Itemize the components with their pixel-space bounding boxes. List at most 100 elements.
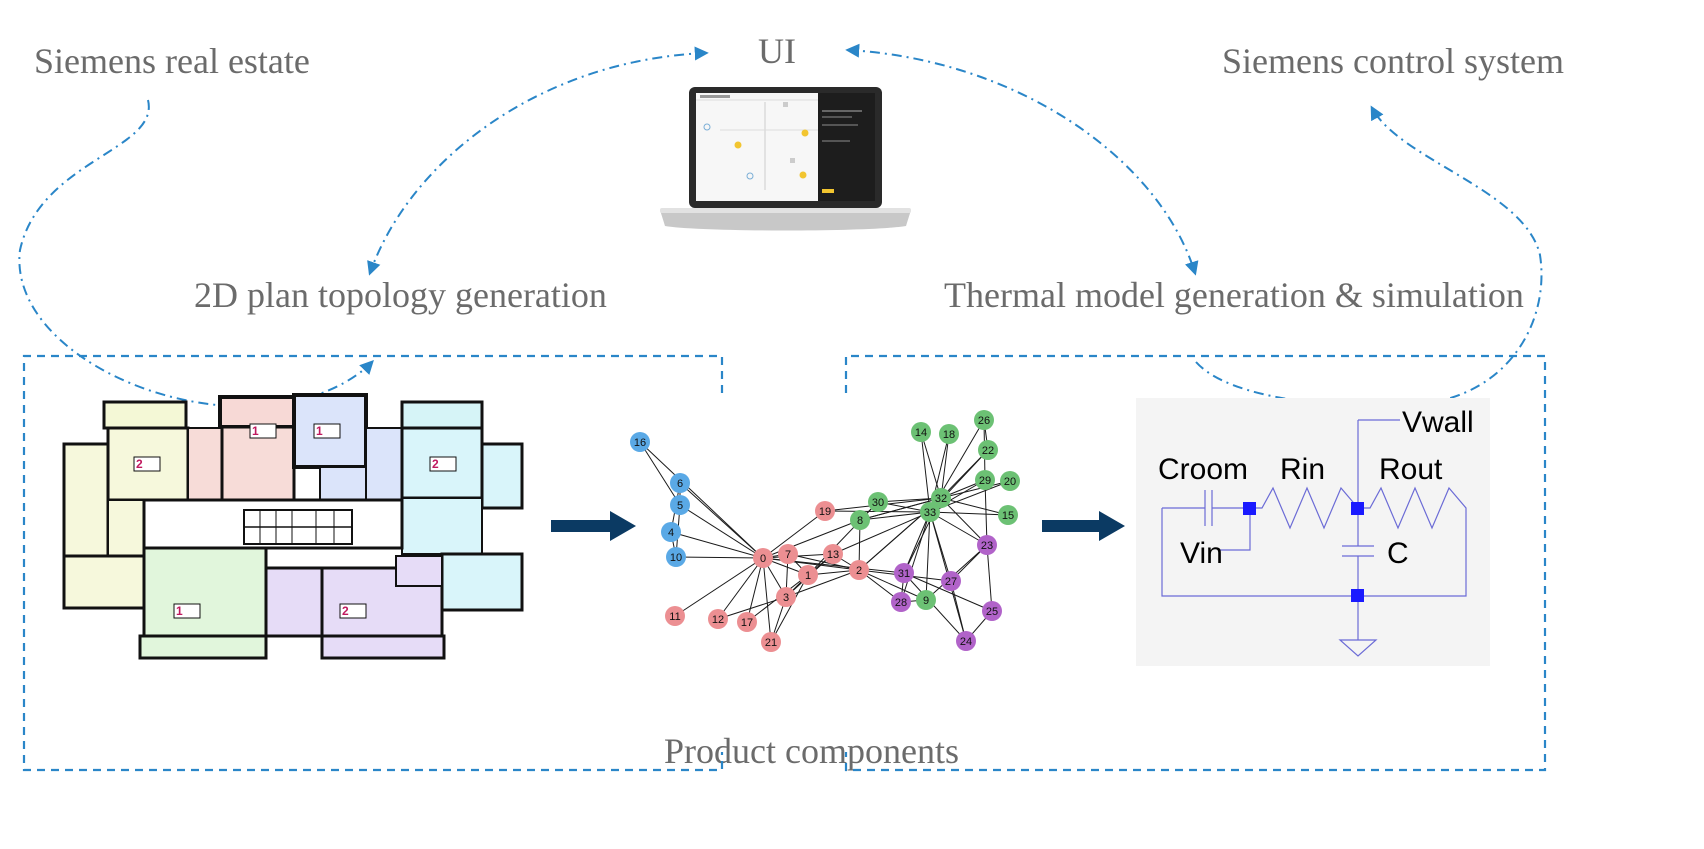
graph-node-circle — [753, 548, 773, 568]
graph-node-label: 18 — [943, 429, 955, 441]
graph-node: 18 — [939, 424, 959, 444]
graph-node: 6 — [670, 473, 690, 493]
graph-edge — [900, 511, 931, 603]
graph-node-label: 3 — [783, 592, 789, 604]
graph-node-circle — [778, 544, 798, 564]
real-estate-label: Siemens real estate — [34, 41, 310, 81]
vwall-label: Vwall — [1402, 406, 1474, 439]
graph-node: 29 — [975, 470, 995, 490]
graph-node-label: 30 — [872, 497, 884, 509]
graph-node-label: 26 — [978, 415, 990, 427]
graph-edge — [762, 519, 861, 559]
graph-edge — [929, 511, 1009, 516]
graph-edge — [984, 479, 988, 546]
floor-plan-image: 1 1 2 2 1 2 — [62, 393, 524, 660]
graph-node: 5 — [670, 495, 690, 515]
graph-edge — [903, 511, 931, 574]
graph-edge — [679, 482, 764, 559]
ui-to-plan-arrow — [367, 46, 709, 276]
croom-label: Croom — [1158, 453, 1248, 486]
graph-node: 23 — [977, 535, 997, 555]
graph-node-label: 2 — [856, 565, 862, 577]
graph-node-circle — [920, 502, 940, 522]
graph-node-label: 1 — [805, 570, 811, 582]
graph-node: 32 — [931, 488, 951, 508]
graph-node-circle — [894, 563, 914, 583]
graph-node-label: 24 — [960, 636, 972, 648]
graph-node-circle — [998, 505, 1018, 525]
graph-to-circuit-arrow — [1042, 511, 1125, 541]
ui-to-thermal-arrow — [845, 43, 1199, 276]
graph-edge — [920, 431, 942, 499]
graph-edge — [717, 596, 787, 620]
graph-node-label: 8 — [857, 515, 863, 527]
graph-node-label: 5 — [677, 500, 683, 512]
graph-edge — [762, 557, 772, 643]
graph-node-label: 6 — [677, 478, 683, 490]
graph-node-circle — [737, 612, 757, 632]
graph-node-circle — [708, 609, 728, 629]
graph-edge — [940, 449, 989, 499]
graph-node-circle — [815, 501, 835, 521]
graph-node-label: 19 — [819, 506, 831, 518]
graph-node-circle — [670, 495, 690, 515]
graph-node: 24 — [956, 631, 976, 651]
graph-node: 9 — [916, 590, 936, 610]
graph-node: 13 — [823, 544, 843, 564]
right-dashed-box — [844, 354, 1547, 772]
graph-node: 21 — [761, 632, 781, 652]
graph-edge — [859, 497, 942, 521]
graph-node-circle — [974, 410, 994, 430]
graph-node-label: 10 — [670, 552, 682, 564]
graph-node: 22 — [978, 440, 998, 460]
graph-edge — [785, 569, 860, 598]
graph-node: 27 — [941, 571, 961, 591]
graph-edge — [639, 441, 764, 559]
graph-edge — [903, 572, 993, 612]
left-dashed-box — [22, 354, 724, 772]
control-system-label: Siemens control system — [1222, 41, 1564, 81]
graph-node: 17 — [737, 612, 757, 632]
graph-node-label: 7 — [785, 549, 791, 561]
graph-node-label: 33 — [924, 507, 936, 519]
graph-node-circle — [868, 492, 888, 512]
svg-text:2: 2 — [342, 604, 349, 618]
graph-node: 0 — [753, 548, 773, 568]
product-components-label: Product components — [664, 731, 959, 771]
graph-node-circle — [891, 592, 911, 612]
graph-node: 3 — [776, 587, 796, 607]
graph-node-circle — [798, 565, 818, 585]
graph-node-label: 0 — [760, 553, 766, 565]
graph-edge — [940, 497, 988, 546]
graph-node: 16 — [630, 432, 650, 452]
plan-to-graph-arrow — [551, 511, 636, 541]
graph-node: 20 — [1000, 471, 1020, 491]
graph-node: 2 — [849, 560, 869, 580]
svg-text:1: 1 — [252, 424, 259, 438]
graph-edge — [679, 504, 764, 559]
graph-node-label: 4 — [668, 527, 674, 539]
graph-node-circle — [956, 631, 976, 651]
graph-node-circle — [941, 571, 961, 591]
graph-node-label: 17 — [741, 617, 753, 629]
graph-node: 33 — [920, 502, 940, 522]
graph-node-circle — [630, 432, 650, 452]
graph-node: 15 — [998, 505, 1018, 525]
graph-node-circle — [661, 522, 681, 542]
graph-node-circle — [916, 590, 936, 610]
graph-node-circle — [939, 424, 959, 444]
graph-edge — [858, 569, 927, 601]
graph-node: 7 — [778, 544, 798, 564]
graph-node: 19 — [815, 501, 835, 521]
graph-edge — [986, 544, 993, 612]
graph-node-label: 32 — [935, 493, 947, 505]
control-system-loop-arrow — [1195, 105, 1543, 407]
graph-node-label: 15 — [1002, 510, 1014, 522]
svg-text:1: 1 — [176, 604, 183, 618]
thermal-model-label: Thermal model generation & simulation — [944, 275, 1524, 315]
graph-node: 12 — [708, 609, 728, 629]
graph-node-circle — [977, 535, 997, 555]
graph-node: 11 — [665, 606, 685, 626]
graph-edge — [762, 510, 826, 559]
graph-node-circle — [776, 587, 796, 607]
